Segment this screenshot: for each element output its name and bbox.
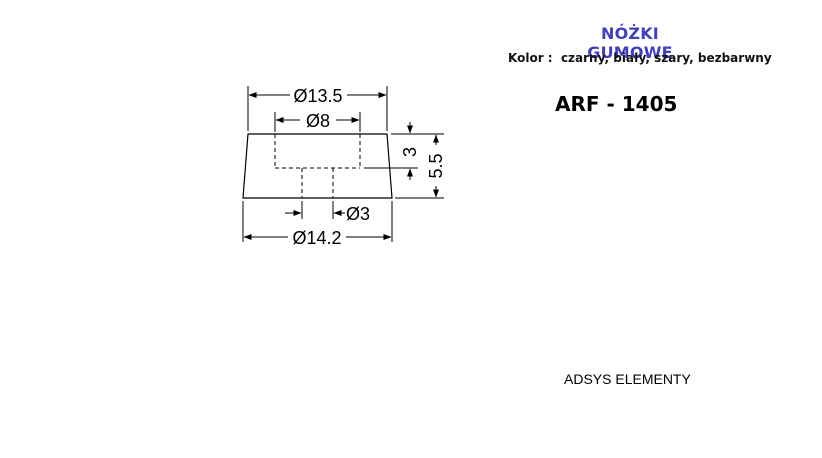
dim-hole-label: Ø3 (346, 204, 370, 224)
dim-top-inner-label: Ø8 (306, 111, 330, 131)
company-name: ADSYS ELEMENTY (564, 371, 691, 387)
dim-bottom-outer-label: Ø14.2 (292, 228, 341, 248)
foot-outline (242, 133, 393, 199)
dim-recess-height-label: 3 (400, 147, 420, 157)
product-code: ARF - 1405 (555, 92, 678, 116)
hidden-lines (274, 134, 361, 198)
color-options: Kolor : czarny, biały, szary, bezbarwny (508, 51, 772, 65)
dim-total-height-label: 5.5 (426, 153, 446, 178)
dim-top-outer-label: Ø13.5 (293, 86, 342, 106)
product-title: NÓŻKI GUMOWE (587, 24, 673, 62)
extension-lines (242, 86, 444, 242)
dimension-lines (243, 92, 439, 240)
